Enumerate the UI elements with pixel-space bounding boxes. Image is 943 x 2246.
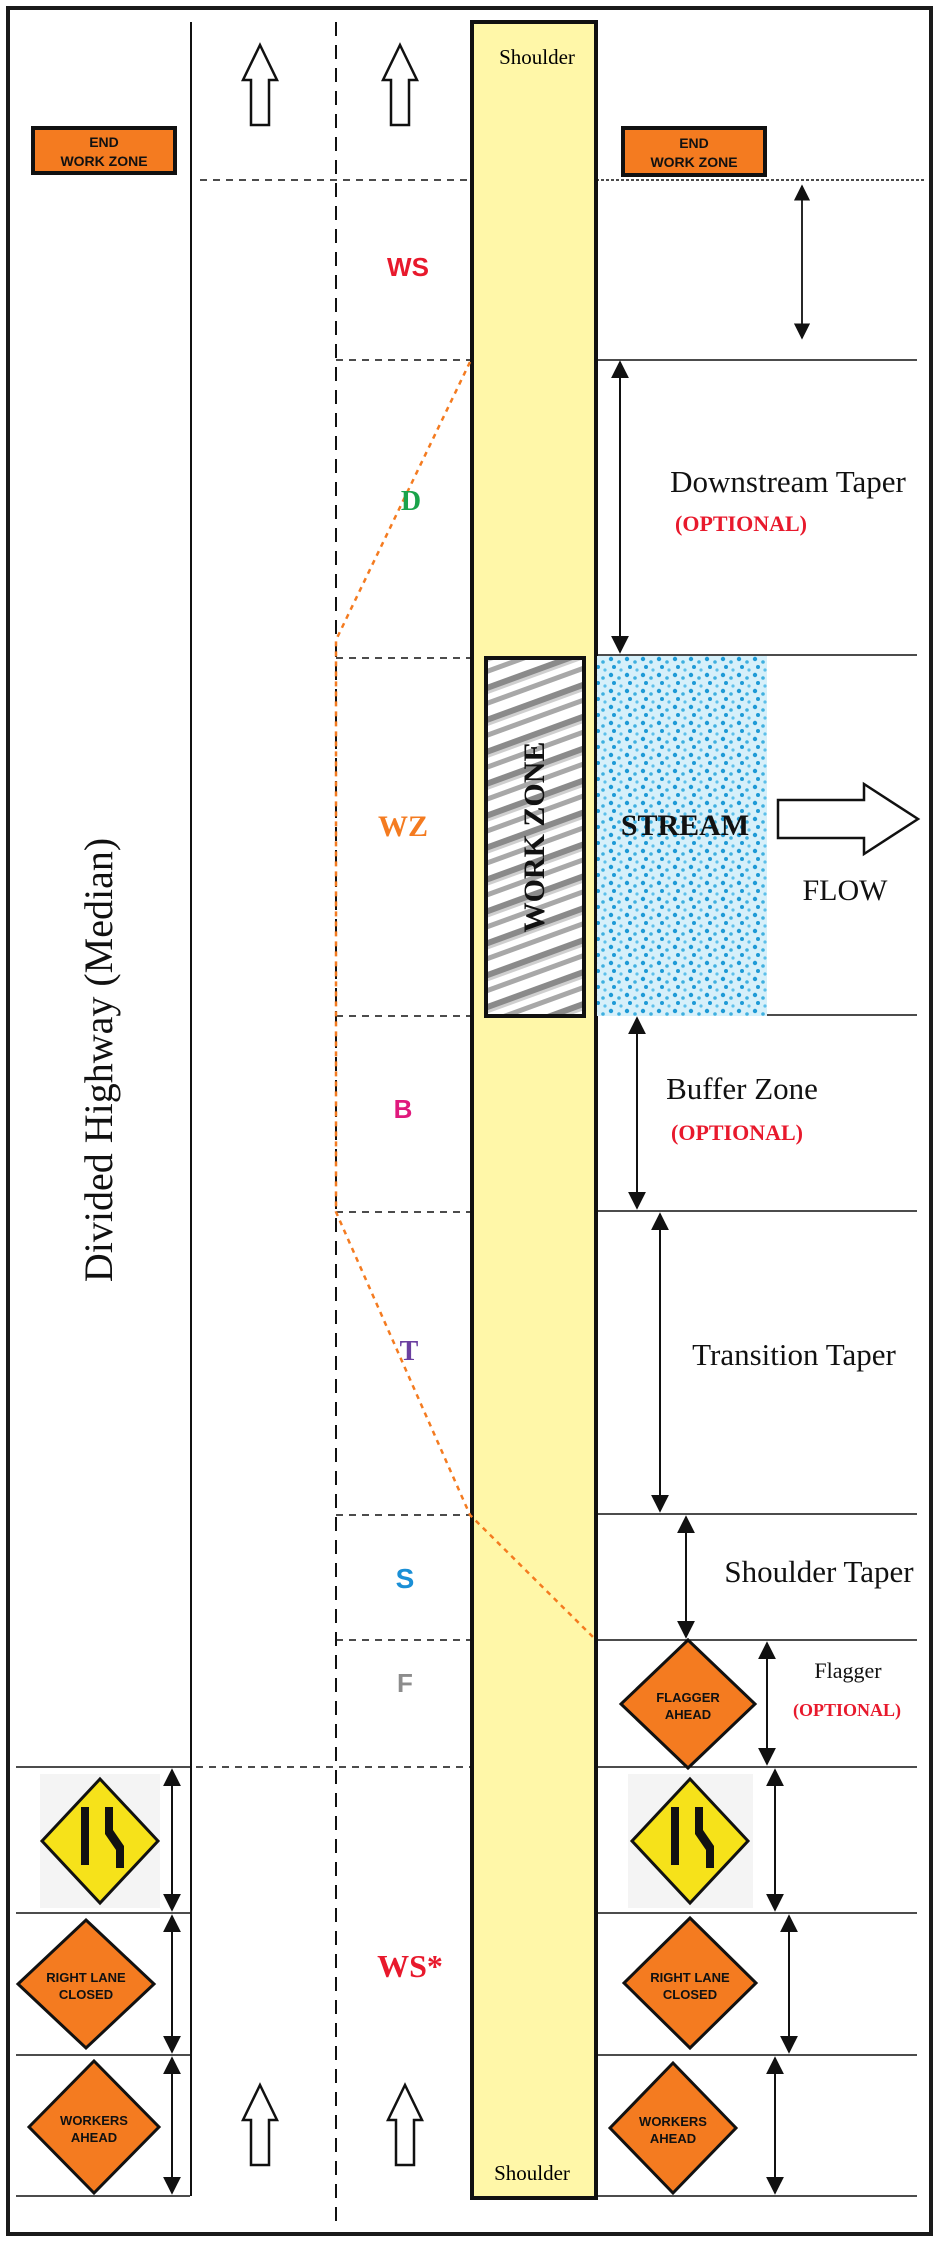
workers-ahead-sign-right: WORKERS AHEAD: [607, 2060, 739, 2196]
downstream-taper-label: Downstream Taper: [670, 464, 906, 499]
taper-line: [334, 361, 597, 1641]
up-arrow-icon: [241, 42, 279, 127]
workers-right-line2: AHEAD: [650, 2131, 696, 2146]
zone-label-wz: WZ: [378, 810, 428, 843]
flagger-sign-line1: FLAGGER: [656, 1690, 720, 1705]
flow-label: FLOW: [803, 874, 889, 907]
workers-left-line1: WORKERS: [60, 2113, 128, 2128]
shoulder-top-label: Shoulder: [499, 45, 575, 69]
diagram-frame: [6, 6, 933, 2236]
zone-label-s: S: [396, 1563, 415, 1594]
flagger-sign-line2: AHEAD: [665, 1707, 711, 1722]
median-label: Divided Highway (Median): [76, 838, 121, 1282]
rlc-left-line2: CLOSED: [59, 1987, 113, 2002]
rlc-right-line1: RIGHT LANE: [650, 1970, 730, 1985]
zone-label-d: D: [401, 486, 421, 517]
work-zone-label: WORK ZONE: [518, 742, 551, 933]
zone-label-b: B: [394, 1094, 413, 1124]
zone-label-ws: WS: [387, 252, 429, 282]
transition-taper-label: Transition Taper: [692, 1337, 896, 1372]
up-arrow-icon: [386, 2082, 424, 2167]
zone-label-t: T: [400, 1336, 419, 1367]
shoulder-band: [470, 20, 598, 2200]
shoulder-bottom-label: Shoulder: [494, 2161, 570, 2185]
buffer-optional-label: (OPTIONAL): [671, 1120, 803, 1145]
end-sign-right-line2: WORK ZONE: [650, 154, 737, 170]
up-arrow-icon: [381, 42, 419, 127]
right-lane-closed-sign-left: RIGHT LANE CLOSED: [15, 1917, 157, 2051]
workers-ahead-sign-left: WORKERS AHEAD: [26, 2058, 162, 2196]
zone-label-f: F: [397, 1668, 413, 1698]
stream-area: [597, 656, 767, 1016]
right-lane-closed-sign-right: RIGHT LANE CLOSED: [621, 1915, 759, 2051]
rlc-left-line1: RIGHT LANE: [46, 1970, 126, 1985]
flagger-label: Flagger: [814, 1658, 882, 1683]
lane-merge-sign-left: [39, 1774, 161, 1908]
buffer-zone-label: Buffer Zone: [666, 1071, 818, 1106]
end-sign-left-line1: END: [89, 134, 119, 150]
flow-arrow-icon: [776, 781, 921, 857]
zone-label-ws-star: WS*: [377, 1948, 443, 1984]
workers-left-line2: AHEAD: [71, 2130, 117, 2145]
downstream-optional-label: (OPTIONAL): [675, 511, 807, 536]
stream-label: STREAM: [621, 809, 749, 842]
end-sign-left-line2: WORK ZONE: [60, 153, 147, 169]
flagger-ahead-sign: FLAGGER AHEAD: [618, 1637, 758, 1771]
rlc-right-line2: CLOSED: [663, 1987, 717, 2002]
up-arrow-icon: [241, 2082, 279, 2167]
end-sign-right-line1: END: [679, 135, 709, 151]
workers-right-line1: WORKERS: [639, 2114, 707, 2129]
end-work-zone-sign-right: END WORK ZONE: [621, 126, 767, 177]
end-work-zone-sign-left: END WORK ZONE: [31, 126, 177, 175]
work-zone-box: WORK ZONE: [484, 656, 586, 1018]
flagger-optional-label: (OPTIONAL): [793, 1700, 901, 1721]
shoulder-taper-label: Shoulder Taper: [724, 1554, 914, 1589]
lane-merge-sign-right: [628, 1774, 753, 1908]
